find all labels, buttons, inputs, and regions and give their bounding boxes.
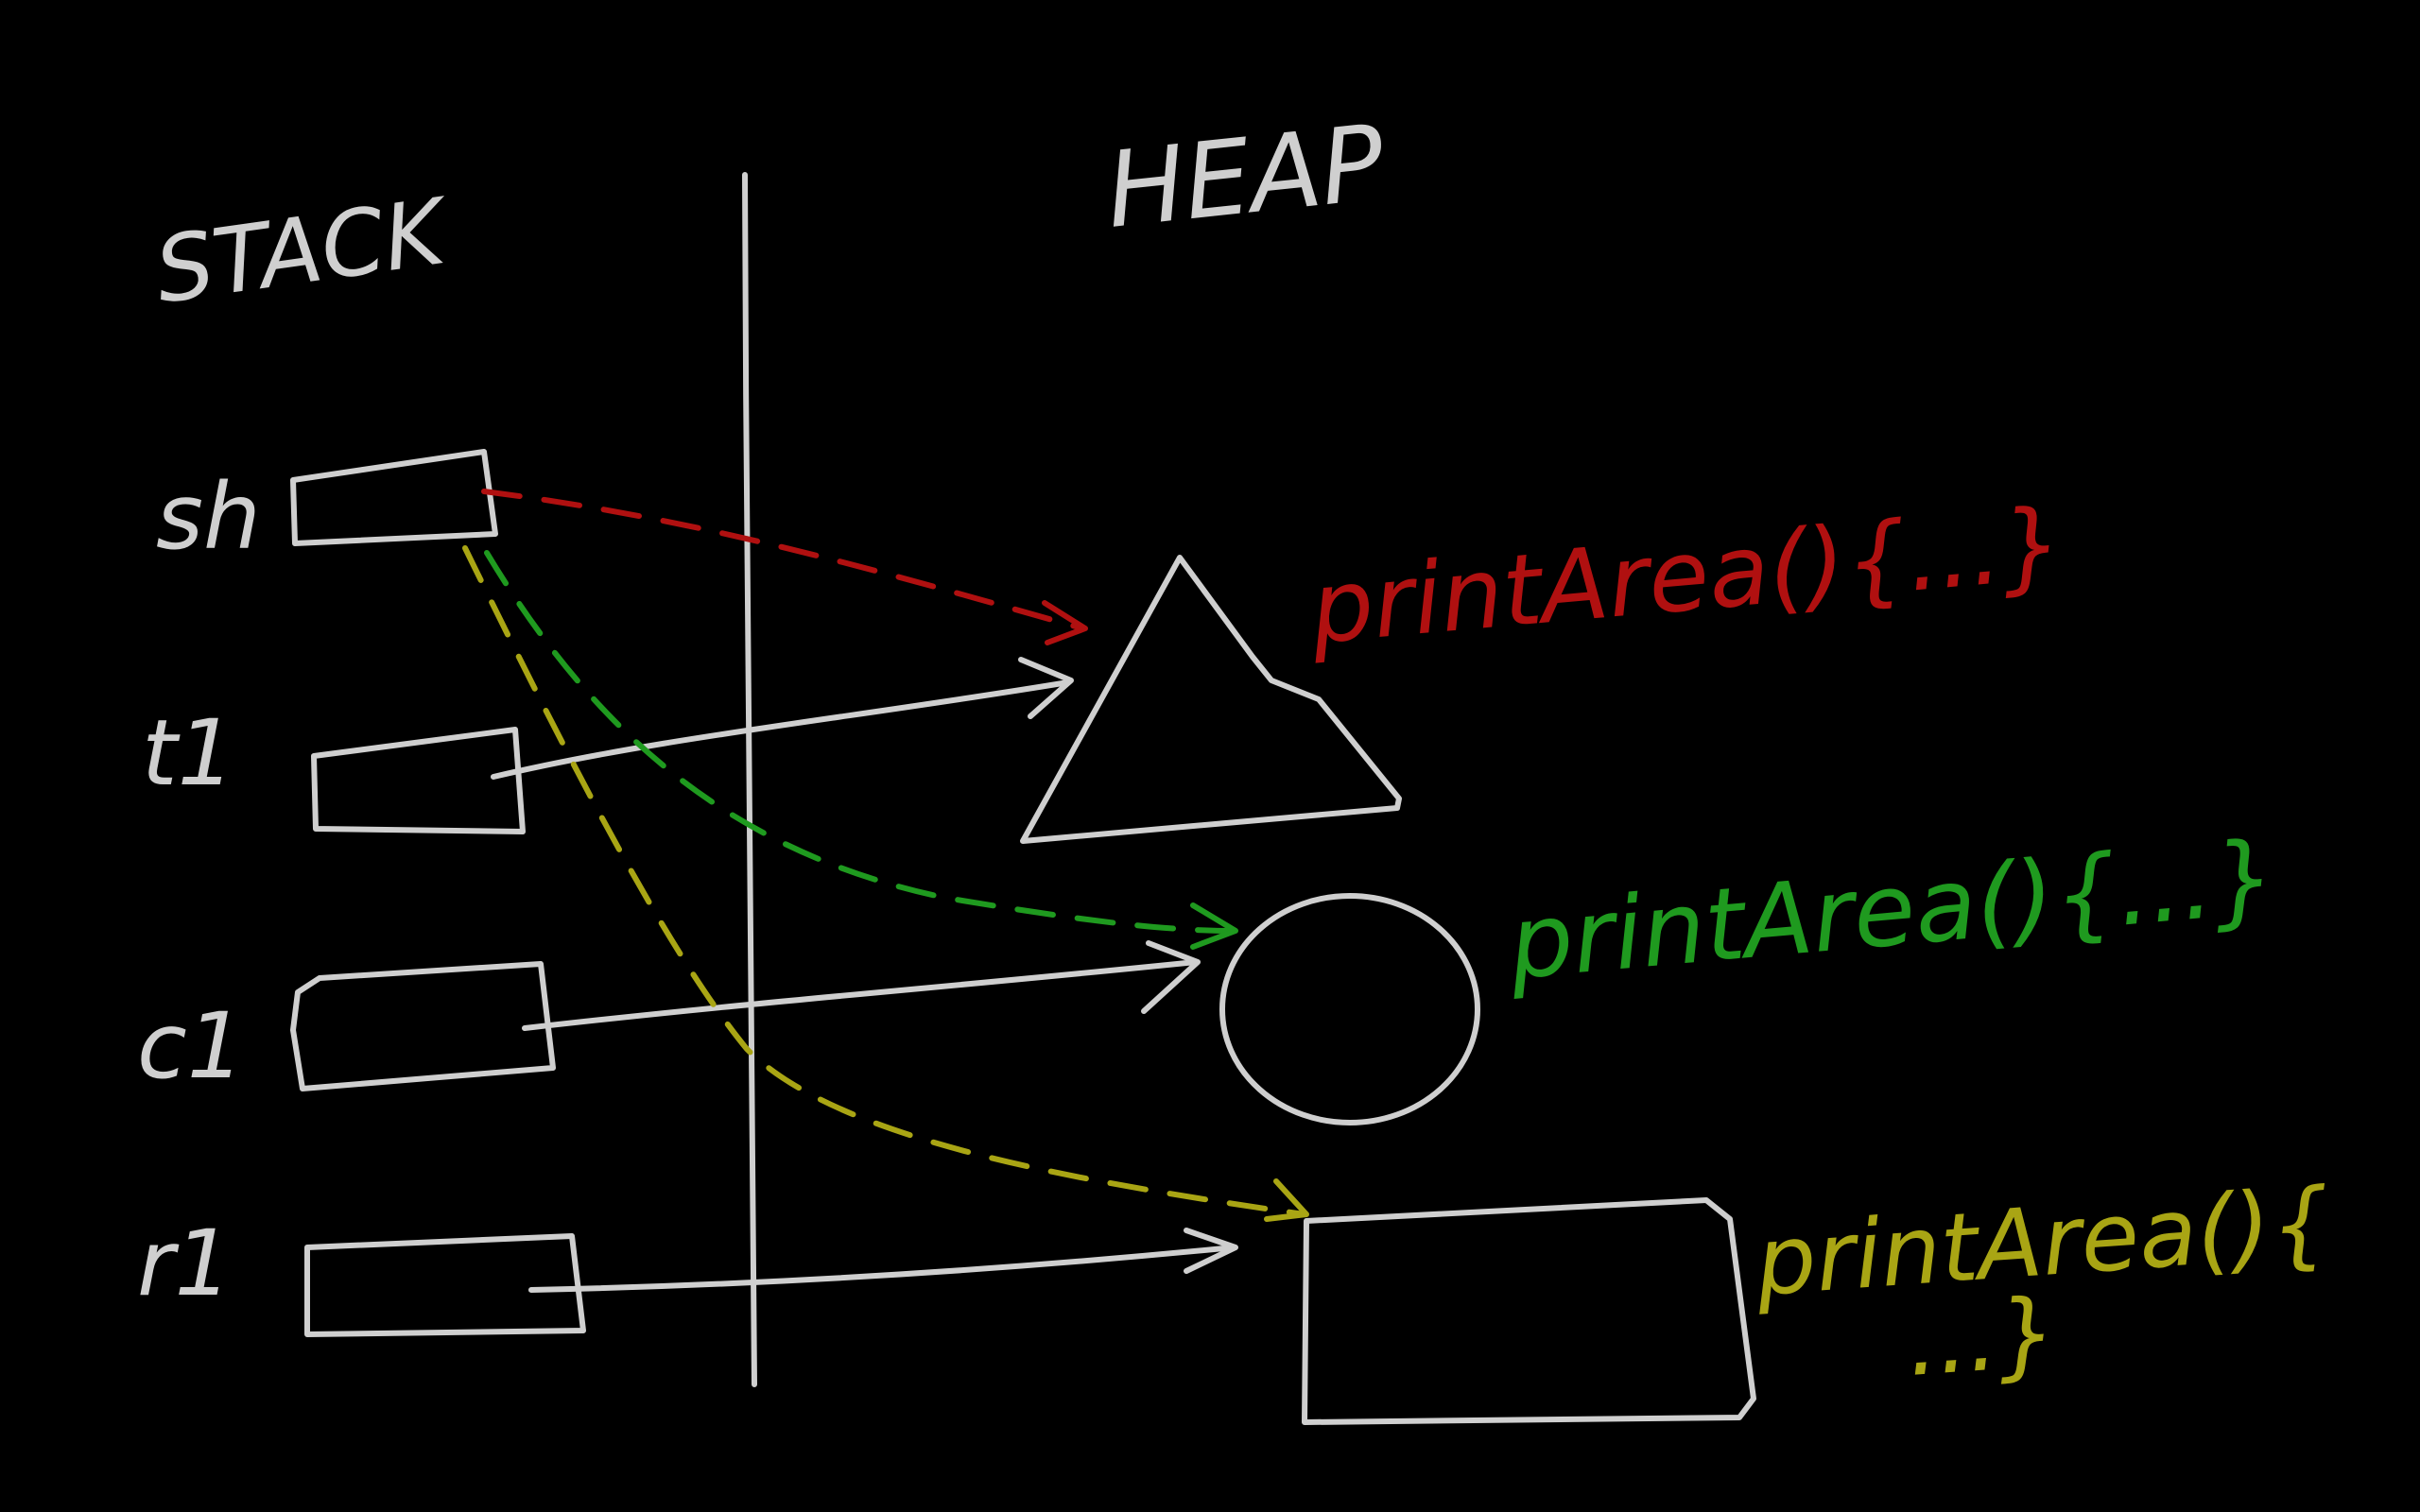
heap-object-triangle (1020, 555, 1402, 844)
stack-heap-divider (742, 172, 757, 1387)
reference-arrow-r1-rectangle (528, 1245, 1236, 1293)
method-label-triangle: printArea(){...} (1305, 486, 2068, 666)
arrowhead-c1-circle (1141, 940, 1201, 1014)
variable-label-c1: c1 (137, 993, 245, 1099)
reference-arrow-t1-triangle (491, 679, 1071, 780)
dashed-reference-sh-triangle (481, 489, 1085, 631)
heap-heading: HEAP (1100, 102, 1390, 251)
arrowhead-sh-rectangle (1264, 1178, 1309, 1222)
dashed-reference-sh-rectangle (462, 545, 1307, 1217)
stack-heading: STACK (149, 178, 458, 324)
arrowhead-r1-rectangle (1184, 1228, 1238, 1274)
heap-object-rectangle (1302, 1197, 1756, 1425)
stack-box-sh (290, 449, 498, 546)
variable-label-r1: r1 (137, 1211, 233, 1316)
variable-label-sh: sh (156, 464, 261, 570)
method-label-rectangle-line2: ...} (1904, 1277, 2062, 1398)
variable-label-t1: t1 (142, 700, 235, 806)
arrowhead-sh-triangle (1042, 600, 1088, 645)
arrowhead-sh-circle (1190, 902, 1238, 950)
dashed-reference-sh-circle (484, 550, 1236, 934)
arrowhead-t1-triangle (1018, 657, 1074, 719)
method-label-circle: printArea(){...} (1503, 818, 2281, 1002)
stack-box-r1 (304, 1233, 586, 1337)
stack-box-c1 (290, 961, 556, 1091)
heap-object-circle (1219, 893, 1480, 1125)
stack-box-t1 (311, 727, 526, 834)
reference-arrow-c1-circle (522, 959, 1199, 1031)
